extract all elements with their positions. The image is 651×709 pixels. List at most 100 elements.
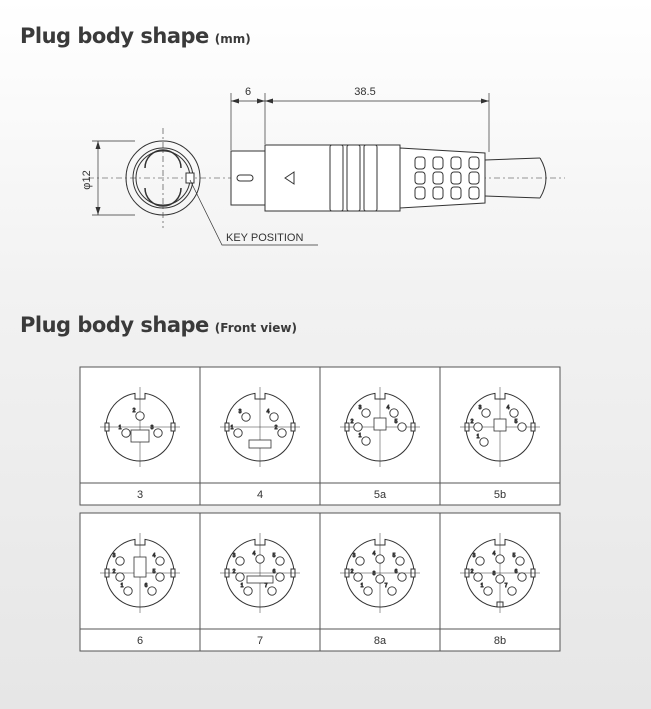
connector-label: 8b	[494, 635, 506, 647]
pin-number: 6	[515, 569, 518, 575]
pin-number: 3	[233, 553, 236, 559]
pin	[517, 422, 527, 432]
pin-number: 2	[351, 569, 354, 575]
pin-number: 5	[153, 569, 156, 575]
connector-label: 7	[257, 635, 263, 647]
pin	[267, 586, 277, 596]
pin-number: 7	[505, 583, 508, 589]
pin-number: 1	[119, 425, 122, 431]
pin-number: 2	[471, 569, 474, 575]
pin	[361, 436, 371, 446]
pin	[375, 574, 385, 584]
pin-number: 3	[353, 553, 356, 559]
pin	[155, 572, 165, 582]
pin-number: 6	[395, 569, 398, 575]
pin	[233, 428, 243, 438]
pin	[235, 556, 245, 566]
pin	[495, 574, 505, 584]
pin-number: 2	[233, 569, 236, 575]
pin	[397, 422, 407, 432]
pin	[277, 428, 287, 438]
pin-number: 5	[273, 553, 276, 559]
pin	[517, 572, 527, 582]
section-title-text: Plug body shape	[20, 24, 209, 48]
pin-number: 4	[493, 551, 496, 557]
pin-number: 6	[273, 569, 276, 575]
pin-number: 4	[253, 551, 256, 557]
pin	[355, 556, 365, 566]
pin	[375, 554, 385, 564]
pin	[121, 428, 131, 438]
connector-face: 1 2 3 4 5 6 7	[220, 533, 300, 613]
diameter-dimension	[92, 140, 135, 216]
pin-number: 1	[359, 433, 362, 439]
connector-face: 123	[100, 387, 180, 467]
pin-number: 1	[241, 583, 244, 589]
section-title-plug-body-shape: Plug body shape(mm)	[20, 24, 251, 48]
pin	[473, 572, 483, 582]
pin	[353, 422, 363, 432]
pin-number: 3	[239, 409, 242, 415]
pin	[115, 556, 125, 566]
pin	[235, 572, 245, 582]
pin-number: 8	[493, 571, 496, 577]
pin	[515, 556, 525, 566]
pin	[473, 422, 483, 432]
pin	[479, 437, 489, 447]
pin-number: 3	[473, 553, 476, 559]
pin	[275, 556, 285, 566]
pin	[275, 572, 285, 582]
pin-number: 1	[361, 583, 364, 589]
pin-number: 1	[231, 425, 234, 431]
key-position-leader	[189, 179, 318, 246]
pin	[153, 428, 163, 438]
pin-number: 1	[481, 583, 484, 589]
pin	[115, 572, 125, 582]
diameter-label: φ12	[81, 170, 93, 189]
connector-face: 1 2 3 4 5 6 7 8	[340, 533, 420, 613]
key-block	[130, 429, 150, 443]
pin	[361, 408, 371, 418]
pin-number: 4	[373, 551, 376, 557]
pin	[241, 412, 251, 422]
section-title-front-view: Plug body shape(Front view)	[20, 313, 297, 337]
pin-number: 5	[515, 419, 518, 425]
pin	[495, 554, 505, 564]
pin-number: 1	[477, 434, 480, 440]
pin	[389, 408, 399, 418]
plug-side-view	[88, 93, 565, 246]
plug-body	[264, 144, 401, 212]
pin-number: 1	[121, 583, 124, 589]
pin-number: 3	[359, 405, 362, 411]
pin-number: 8	[373, 571, 376, 577]
plug-tip	[230, 150, 266, 206]
pin-number: 5	[393, 553, 396, 559]
pin-number: 2	[275, 425, 278, 431]
pin-number: 7	[385, 583, 388, 589]
pin	[481, 408, 491, 418]
pin-number: 3	[151, 425, 154, 431]
pin-number: 7	[265, 583, 268, 589]
key-block	[248, 439, 272, 449]
pin	[475, 556, 485, 566]
triangle-mark-icon	[284, 171, 295, 185]
pin-number: 4	[153, 553, 156, 559]
connector-label: 8a	[374, 635, 387, 647]
pin	[509, 408, 519, 418]
body-length-label: 38.5	[354, 86, 375, 98]
pin	[353, 572, 363, 582]
pin	[387, 586, 397, 596]
strain-relief	[399, 147, 486, 209]
length-dimensions	[230, 93, 490, 152]
pin-number: 5	[395, 419, 398, 425]
pin-number: 4	[267, 409, 270, 415]
key-block	[373, 417, 387, 431]
